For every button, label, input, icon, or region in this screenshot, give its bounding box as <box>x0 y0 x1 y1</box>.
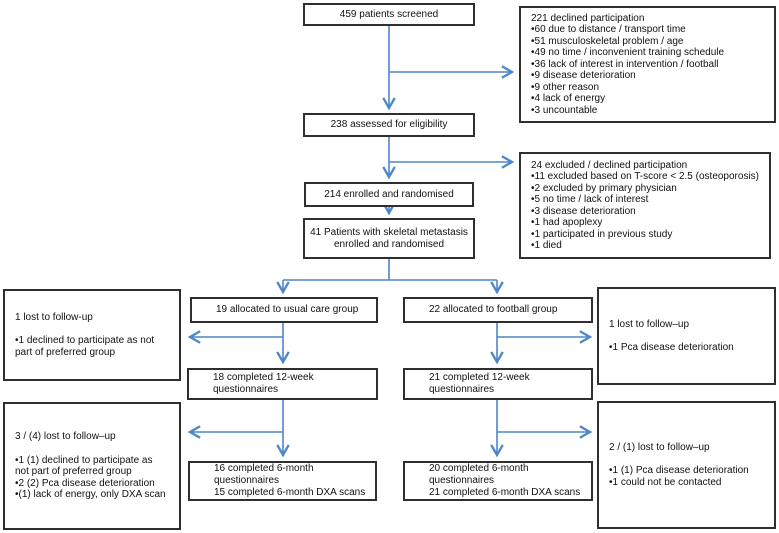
box-6month-usual-care: 16 completed 6-month questionnaires 15 c… <box>188 461 377 501</box>
lost-football-6month-title: 2 / (1) lost to follow–up <box>609 441 710 453</box>
box-allocated-usual-care: 19 allocated to usual care group <box>190 297 378 323</box>
skeletal-metastasis-line2: enrolled and randomised <box>333 238 445 250</box>
6month-usual-care-line2: 15 completed 6-month DXA scans <box>214 487 366 498</box>
declined-reason: 60 due to distance / transport time <box>531 24 764 36</box>
box-declined-participation: 221 declined participation 60 due to dis… <box>519 6 776 123</box>
12week-football-label: 21 completed 12-week questionnaires <box>429 372 530 395</box>
declined-reason: 51 musculoskeletal problem / age <box>531 36 764 48</box>
lost-usual-6month-title: 3 / (4) lost to follow–up <box>15 431 116 443</box>
excluded-reason: 1 had apoplexy <box>531 217 759 229</box>
excluded-reason: 1 participated in previous study <box>531 229 759 241</box>
declined-participation-title: 221 declined participation <box>531 12 645 24</box>
allocated-usual-care-label: 19 allocated to usual care group <box>216 304 359 315</box>
excluded-reason: 2 excluded by primary physician <box>531 183 759 195</box>
6month-football-line2: 21 completed 6-month DXA scans <box>429 487 581 498</box>
box-allocated-football: 22 allocated to football group <box>403 297 593 323</box>
declined-reason: 9 other reason <box>531 82 764 94</box>
lost-football-12week-title: 1 lost to follow–up <box>609 318 690 330</box>
box-lost-football-6month: 2 / (1) lost to follow–up 1 (1) Pca dise… <box>597 401 776 529</box>
12week-usual-care-label: 18 completed 12-week questionnaires <box>213 372 314 395</box>
excluded-declined-title: 24 excluded / declined participation <box>531 159 688 171</box>
box-assessed-eligibility: 238 assessed for eligibility <box>303 113 475 137</box>
box-12week-football: 21 completed 12-week questionnaires <box>403 368 593 400</box>
box-12week-usual-care: 18 completed 12-week questionnaires <box>187 368 378 400</box>
declined-reason: 9 disease deterioration <box>531 70 764 82</box>
patients-screened-label: 459 patients screened <box>339 8 439 20</box>
declined-reason: 4 lack of energy <box>531 93 764 105</box>
declined-reason: 36 lack of interest in intervention / fo… <box>531 59 764 71</box>
lost-usual-6month-reason: 1 (1) declined to participate as not par… <box>15 455 169 478</box>
excluded-reason: 3 disease deterioration <box>531 206 759 218</box>
lost-football-12week-reason: 1 Pca disease deterioration <box>609 342 764 354</box>
declined-reason: 3 uncountable <box>531 105 764 117</box>
box-patients-screened: 459 patients screened <box>303 3 475 26</box>
lost-usual-6month-reason: 2 (2) Pca disease deterioration <box>15 478 169 490</box>
enrolled-randomised-label: 214 enrolled and randomised <box>324 188 454 200</box>
lost-football-6month-reason: 1 (1) Pca disease deterioration <box>609 465 764 477</box>
excluded-reason: 5 no time / lack of interest <box>531 194 759 206</box>
lost-usual-12week-reason: 1 declined to participate as not part of… <box>15 335 169 358</box>
lost-football-6month-reason: 1 could not be contacted <box>609 477 764 489</box>
box-enrolled-randomised: 214 enrolled and randomised <box>304 182 474 207</box>
6month-usual-care-line1: 16 completed 6-month questionnaires <box>214 463 314 486</box>
box-excluded-declined: 24 excluded / declined participation 11 … <box>519 152 771 259</box>
excluded-reason: 11 excluded based on T-score < 2.5 (oste… <box>531 171 760 183</box>
box-lost-usual-6month: 3 / (4) lost to follow–up 1 (1) declined… <box>3 402 181 530</box>
assessed-eligibility-label: 238 assessed for eligibility <box>330 119 448 130</box>
lost-usual-6month-reason: (1) lack of energy, only DXA scan <box>15 489 169 501</box>
lost-usual-12week-title: 1 lost to follow-up <box>15 311 93 323</box>
allocated-football-label: 22 allocated to football group <box>429 304 558 315</box>
box-6month-football: 20 completed 6-month questionnaires 21 c… <box>403 461 593 501</box>
excluded-reason: 1 died <box>531 240 759 252</box>
box-lost-usual-12week: 1 lost to follow-up 1 declined to partic… <box>3 289 181 381</box>
6month-football-line1: 20 completed 6-month questionnaires <box>429 463 529 486</box>
skeletal-metastasis-line1: 41 Patients with skeletal metastasis <box>310 226 468 238</box>
declined-reason: 49 no time / inconvenient training sched… <box>531 47 764 59</box>
box-lost-football-12week: 1 lost to follow–up 1 Pca disease deteri… <box>597 287 776 385</box>
box-skeletal-metastasis: 41 Patients with skeletal metastasis enr… <box>303 218 475 259</box>
